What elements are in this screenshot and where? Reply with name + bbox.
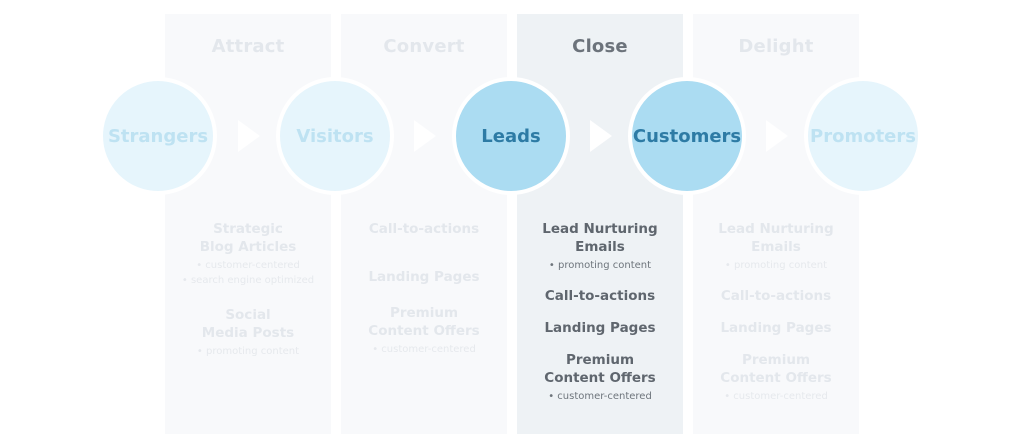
stage-title-convert: Convert (383, 36, 465, 57)
circle-visitors: Visitors (276, 77, 394, 195)
circle-promoters: Promoters (804, 77, 922, 195)
column-convert (341, 14, 507, 434)
sub-promoting-content: • promoting content (548, 260, 652, 271)
item-premium-content-offers: Premium Content Offers (368, 305, 480, 339)
item-call-to-actions: Call-to-actions (544, 288, 656, 304)
item-lead-nurturing-emails: Lead Nurturing Emails (718, 221, 834, 255)
item-landing-pages: Landing Pages (544, 320, 656, 336)
content-attract: Strategic Blog Articles • customer-cente… (165, 220, 331, 359)
item-call-to-actions: Call-to-actions (720, 288, 832, 304)
stage-title-close: Close (572, 36, 628, 57)
sub-promoting-content: • promoting content (724, 260, 828, 271)
sub-customer-centered: • customer-centered (548, 391, 652, 402)
item-premium-content-offers: Premium Content Offers (544, 352, 656, 386)
arrow-right-icon (766, 120, 788, 152)
item-call-to-actions: Call-to-actions (368, 221, 480, 237)
arrow-right-icon (238, 120, 260, 152)
item-premium-content-offers: Premium Content Offers (720, 352, 832, 386)
column-attract (165, 14, 331, 434)
content-convert: Call-to-actions Landing Pages Premium Co… (341, 220, 507, 357)
item-strategic-blog-articles: Strategic Blog Articles (199, 221, 297, 255)
item-landing-pages: Landing Pages (720, 320, 832, 336)
stage-title-attract: Attract (211, 36, 285, 57)
arrow-right-icon (590, 120, 612, 152)
item-lead-nurturing-emails: Lead Nurturing Emails (542, 221, 658, 255)
sub-search-engine-optimized: • search engine optimized (181, 275, 315, 286)
sub-customer-centered: • customer-centered (724, 391, 828, 402)
column-close (517, 14, 683, 434)
content-close: Lead Nurturing Emails • promoting conten… (517, 220, 683, 404)
item-landing-pages: Landing Pages (368, 269, 480, 285)
item-social-media-posts: Social Media Posts (201, 307, 295, 341)
circle-customers: Customers (628, 77, 746, 195)
column-delight (693, 14, 859, 434)
circle-leads: Leads (452, 77, 570, 195)
sub-customer-centered: • customer-centered (372, 344, 476, 355)
sub-promoting-content: • promoting content (196, 346, 300, 357)
content-delight: Lead Nurturing Emails • promoting conten… (693, 220, 859, 404)
stage-title-delight: Delight (738, 36, 814, 57)
arrow-right-icon (414, 120, 436, 152)
circle-strangers: Strangers (99, 77, 217, 195)
sub-customer-centered: • customer-centered (196, 260, 300, 271)
